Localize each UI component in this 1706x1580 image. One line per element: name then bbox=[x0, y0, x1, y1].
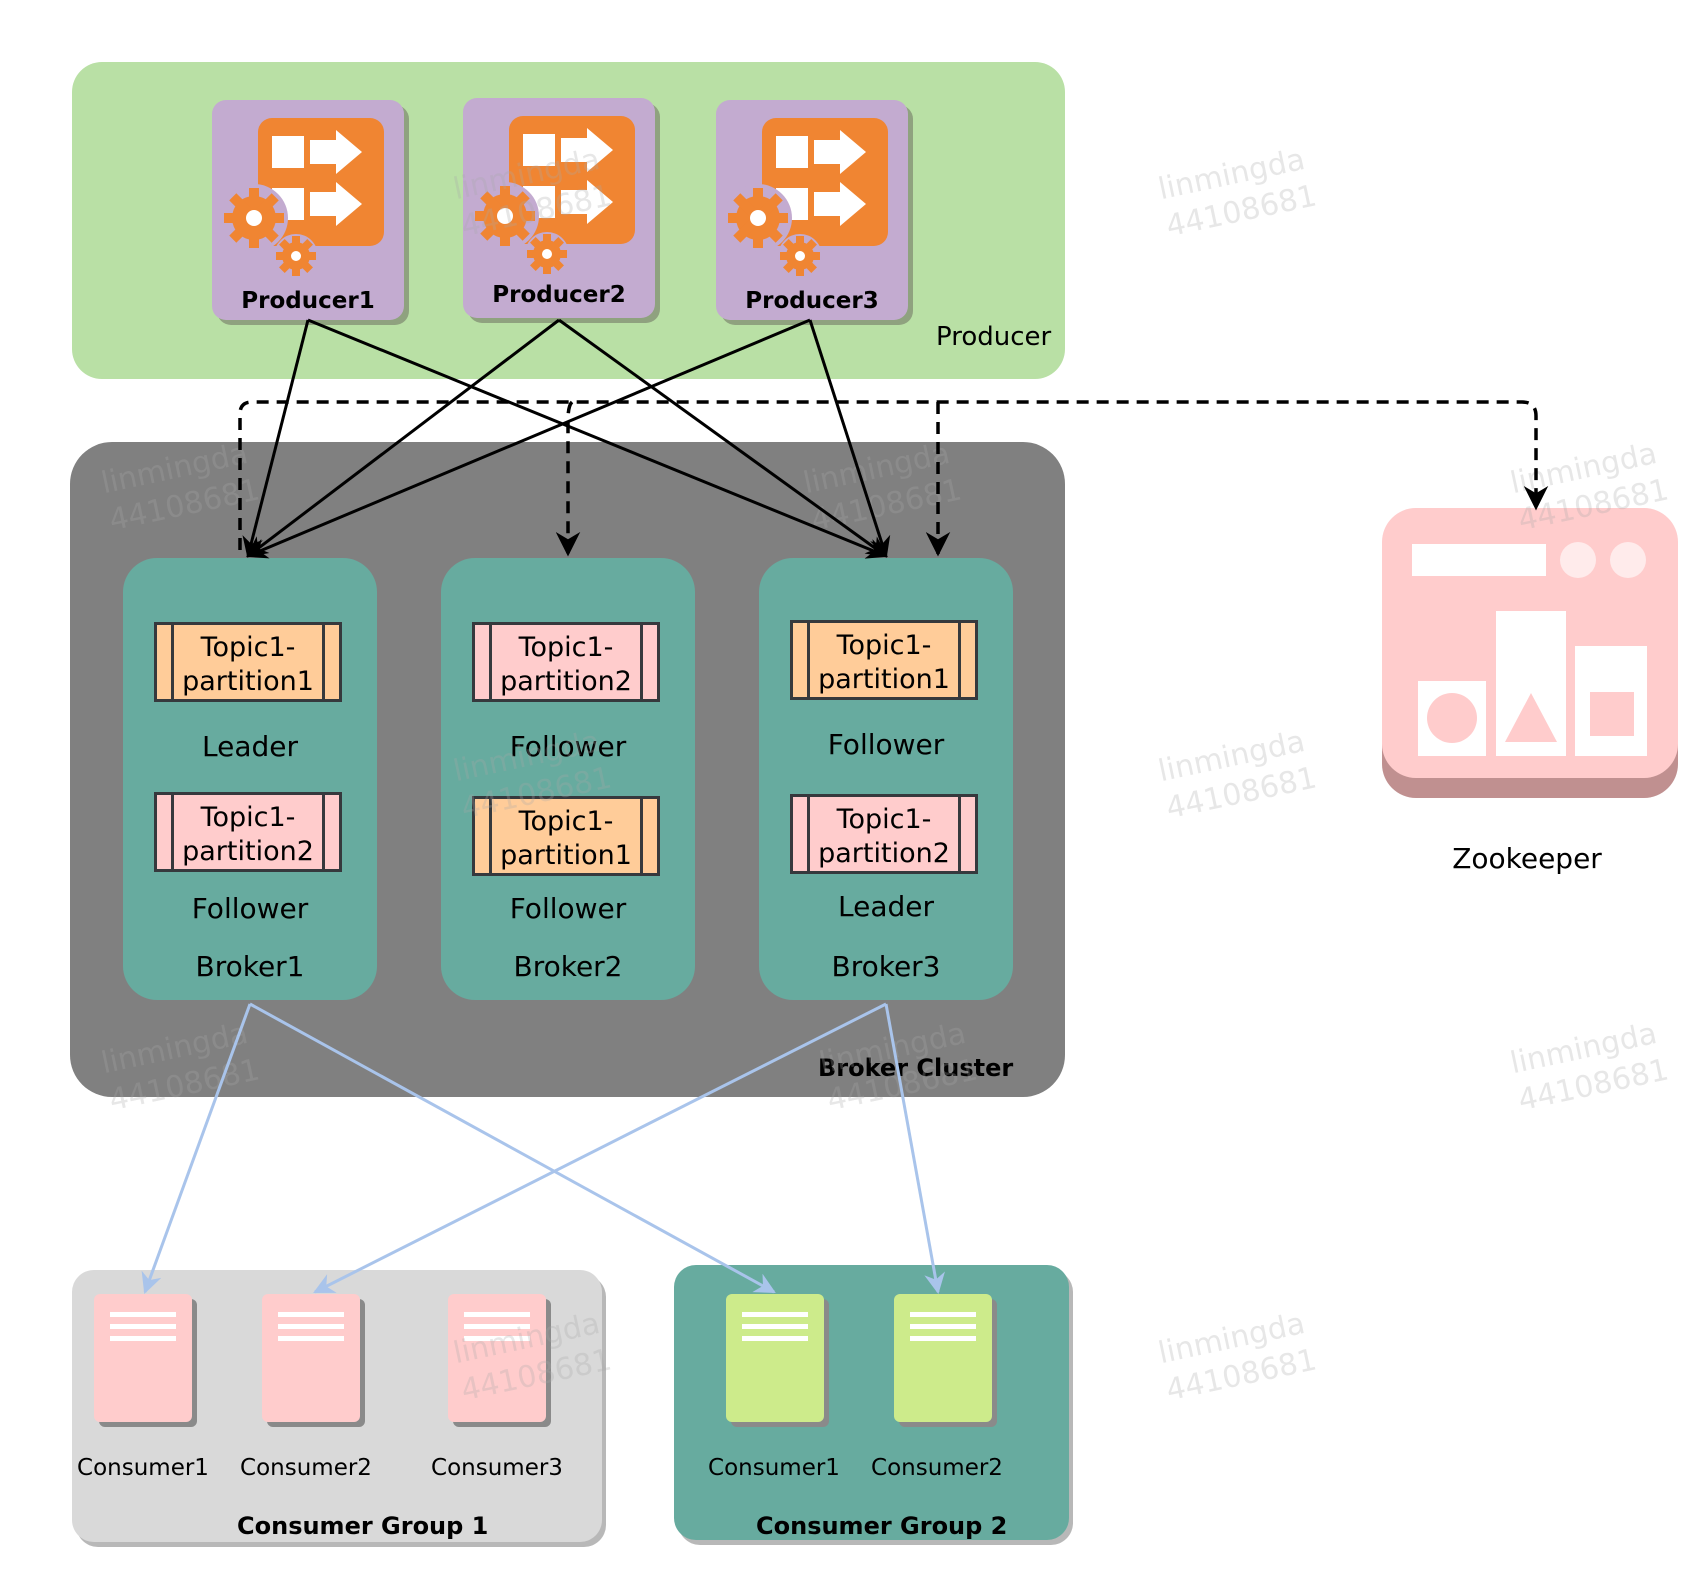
partition-label: Topic1- partition2 bbox=[500, 632, 632, 697]
partition-box[interactable]: Topic1- partition2 bbox=[154, 792, 342, 872]
broker-cluster-label: Broker Cluster bbox=[818, 1054, 1014, 1082]
partition-box[interactable]: Topic1- partition1 bbox=[790, 620, 978, 700]
partition-role: Follower bbox=[827, 728, 945, 761]
zookeeper-node[interactable] bbox=[1382, 508, 1678, 798]
zookeeper-label: Zookeeper bbox=[1452, 842, 1602, 875]
consumer-name: Consumer3 bbox=[431, 1455, 563, 1481]
consumer-name: Consumer1 bbox=[77, 1455, 209, 1481]
produce-arrow bbox=[808, 319, 891, 558]
consume-arrow bbox=[141, 1003, 252, 1294]
consume-arrow bbox=[313, 1002, 887, 1294]
producer-3[interactable]: Producer3 bbox=[716, 100, 908, 320]
consumer-node[interactable] bbox=[894, 1294, 992, 1422]
producer-zone-label: Producer bbox=[936, 322, 1052, 352]
consumer-group-1-label: Consumer Group 1 bbox=[237, 1512, 489, 1540]
producer-name: Producer2 bbox=[492, 282, 626, 308]
broker-name: Broker1 bbox=[195, 950, 305, 983]
zookeeper-link bbox=[555, 400, 581, 557]
producer-name: Producer3 bbox=[745, 288, 879, 314]
produce-arrow bbox=[246, 318, 560, 558]
broker-2[interactable]: Topic1- partition2 Follower Topic1- part… bbox=[441, 558, 695, 1000]
producer-app-icon bbox=[475, 116, 635, 276]
produce-arrow bbox=[307, 318, 888, 559]
broker-1[interactable]: Topic1- partition1 Leader Topic1- partit… bbox=[123, 558, 377, 1000]
partition-box[interactable]: Topic1- partition1 bbox=[154, 622, 342, 702]
broker-3[interactable]: Topic1- partition1 Follower Topic1- part… bbox=[759, 558, 1013, 1000]
consume-arrow bbox=[884, 1003, 945, 1295]
consumer-node[interactable] bbox=[448, 1294, 546, 1422]
partition-role: Follower bbox=[509, 892, 627, 925]
producer-2[interactable]: Producer2 bbox=[463, 98, 655, 318]
consumer-node[interactable] bbox=[94, 1294, 192, 1422]
partition-role: Leader bbox=[201, 730, 298, 763]
producer-1[interactable]: Producer1 bbox=[212, 100, 404, 320]
broker-name: Broker3 bbox=[831, 950, 941, 983]
producer-name: Producer1 bbox=[241, 288, 375, 314]
partition-box[interactable]: Topic1- partition1 bbox=[472, 796, 660, 876]
partition-role: Follower bbox=[509, 730, 627, 763]
partition-label: Topic1- partition1 bbox=[182, 632, 314, 697]
consumer-node[interactable] bbox=[726, 1294, 824, 1422]
partition-box[interactable]: Topic1- partition2 bbox=[472, 622, 660, 702]
consumer-name: Consumer1 bbox=[708, 1455, 840, 1481]
partition-label: Topic1- partition1 bbox=[500, 806, 632, 871]
consumer-node[interactable] bbox=[262, 1294, 360, 1422]
produce-arrow bbox=[558, 318, 888, 558]
consumer-name: Consumer2 bbox=[871, 1455, 1003, 1481]
consumer-group-2-label: Consumer Group 2 bbox=[756, 1512, 1008, 1540]
partition-label: Topic1- partition1 bbox=[818, 630, 950, 695]
partition-label: Topic1- partition2 bbox=[818, 804, 950, 869]
produce-arrow bbox=[242, 319, 310, 559]
consumer-name: Consumer2 bbox=[240, 1455, 372, 1481]
consume-arrow bbox=[249, 1002, 776, 1294]
broker-name: Broker2 bbox=[513, 950, 623, 983]
partition-label: Topic1- partition2 bbox=[182, 802, 314, 867]
produce-arrow bbox=[246, 318, 811, 559]
partition-role: Follower bbox=[191, 892, 309, 925]
zookeeper-titlebar-icon bbox=[1412, 544, 1546, 576]
producer-app-icon bbox=[224, 118, 384, 278]
partition-box[interactable]: Topic1- partition2 bbox=[790, 794, 978, 874]
partition-role: Leader bbox=[837, 890, 934, 923]
zookeeper-link bbox=[238, 400, 1549, 550]
producer-app-icon bbox=[728, 118, 888, 278]
